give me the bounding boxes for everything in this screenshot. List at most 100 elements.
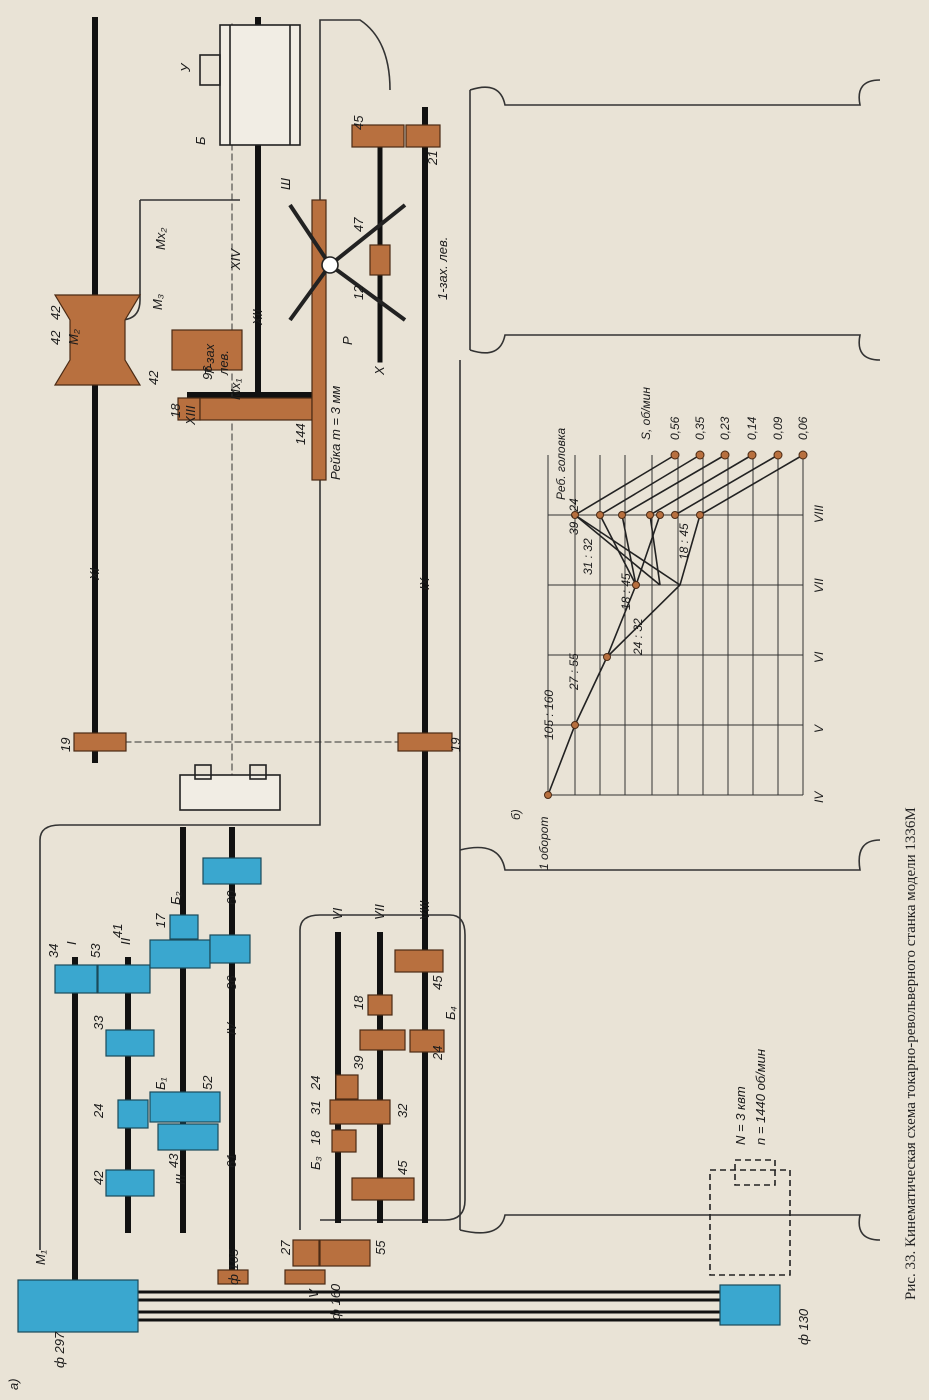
- label-block-b3: Б₃: [308, 1156, 323, 1170]
- gear-12: [369, 244, 391, 276]
- figure-caption: Рис. 33. Кинематическая схема токарно-ре…: [903, 807, 919, 1300]
- label-gear-36: 36: [224, 975, 239, 990]
- label-gear-27: 27: [278, 1240, 293, 1256]
- chart-node: [618, 511, 626, 519]
- label-shaft-ix: IX: [417, 576, 432, 590]
- chart-node: [571, 721, 579, 729]
- label-clutch-mx2: Mx₂: [153, 228, 168, 250]
- label-motor-power: N = 3 квт: [733, 1086, 748, 1145]
- chart-rev-label: Реб. головка: [554, 427, 568, 500]
- label-gear-24: 24: [91, 1104, 106, 1119]
- chart-ratio-label: 18 : 45: [677, 523, 691, 560]
- gear-39: [359, 1029, 406, 1051]
- label-gear-42c: 42: [146, 370, 161, 385]
- bevel-m2: [53, 294, 142, 386]
- gear-27: [292, 1239, 320, 1267]
- chart-start-label: 1 оборот: [537, 817, 551, 870]
- label-gear-18: 18: [308, 1130, 323, 1145]
- chart-feed-label: 0,14: [745, 416, 759, 440]
- gear-45b: [394, 949, 444, 973]
- shaft-labels: I II III IV V VI VII VIII IX X XI XII XI…: [64, 248, 432, 1298]
- label-gear-32: 32: [395, 1103, 410, 1118]
- label-gear-12: 12: [351, 285, 366, 300]
- label-gear-52: 52: [200, 1075, 215, 1090]
- gear-31: [329, 1099, 391, 1125]
- gear-45c: [351, 124, 405, 148]
- gear-96: [171, 329, 243, 371]
- label-shaft-x: X: [372, 365, 387, 376]
- gear-55: [319, 1239, 371, 1267]
- label-clutch-m1: M₁: [33, 1250, 48, 1265]
- chart-ratio-label: 27 : 55: [567, 653, 581, 691]
- label-shaft-ii: II: [118, 937, 133, 945]
- chart-shaft-label: V: [812, 724, 826, 733]
- machine-bed: [39, 19, 881, 1250]
- chart-path-to-feed: [574, 454, 676, 516]
- feed-chart-dots: [544, 450, 808, 799]
- chart-feed-label: 0,09: [771, 416, 785, 440]
- label-shaft-xii: XII: [250, 309, 265, 326]
- chart-path-branch: [649, 514, 661, 586]
- gear-17: [169, 914, 199, 940]
- label-worm-7-left: лев.: [216, 350, 231, 376]
- label-shaft-iii: III: [173, 1174, 188, 1185]
- gear-33: [105, 1029, 155, 1057]
- chart-ratio-label: 18 : 45: [619, 573, 633, 610]
- chart-shaft-label: VII: [812, 578, 826, 593]
- label-shaft-i: I: [64, 941, 79, 945]
- label-gear-19b: 19: [448, 738, 463, 752]
- pulley-160: [284, 1269, 326, 1285]
- label-block-b4: Б₄: [443, 1006, 458, 1020]
- label-shaft-xiii: XIII: [183, 405, 198, 426]
- chart-path-branch: [621, 514, 637, 586]
- chart-node: [603, 653, 611, 661]
- turret-head: [179, 24, 791, 1276]
- label-gear-31: 31: [308, 1101, 323, 1115]
- label-pulley-130: ф 130: [796, 1308, 811, 1345]
- chart-feed-label: 0,56: [668, 416, 682, 440]
- label-block-bh: Б: [193, 136, 208, 145]
- chart-ratio-label: 31 : 32: [581, 538, 595, 575]
- chart-node: [696, 511, 704, 519]
- label-sh: Ш: [278, 178, 293, 190]
- label-shaft-iv: IV: [224, 1021, 239, 1035]
- label-clutch-mx1: Mx₁: [228, 379, 243, 400]
- label-gear-61: 61: [224, 1154, 239, 1168]
- chart-path-to-feed: [674, 454, 779, 516]
- gear-19b: [397, 732, 453, 752]
- chart-node: [646, 511, 654, 519]
- chart-node: [656, 511, 664, 519]
- gear-53: [97, 964, 151, 994]
- chart-node: [571, 511, 579, 519]
- label-gear-39: 39: [351, 1056, 366, 1070]
- label-gear-34: 34: [46, 944, 61, 958]
- label-gear-33: 33: [91, 1015, 106, 1030]
- chart-node: [544, 791, 552, 799]
- label-worm-7: 7-зах: [202, 343, 217, 375]
- chart-feed-node: [773, 450, 783, 460]
- label-block-y: У: [178, 62, 193, 73]
- label-gear-47: 47: [351, 217, 366, 232]
- chart-node: [671, 511, 679, 519]
- label-shaft-viii: VIII: [417, 900, 432, 920]
- label-gear-45a: 45: [395, 1160, 410, 1175]
- gear-60: [202, 857, 262, 885]
- chart-feed-node: [798, 450, 808, 460]
- pulley-main: [17, 1279, 139, 1333]
- label-part-a: а): [6, 1378, 21, 1390]
- label-block-b1: Б₁: [153, 1077, 168, 1090]
- brown-gears: [53, 124, 453, 1285]
- label-pulley-297: ф 297: [52, 1331, 67, 1368]
- feed-chart-grid: [547, 455, 804, 796]
- chart-shaft-label: VIII: [812, 504, 826, 523]
- chart-feed-node: [720, 450, 730, 460]
- label-block-b2: Б₂: [168, 892, 183, 905]
- gear-43: [157, 1123, 219, 1151]
- gear-144: [199, 397, 313, 421]
- label-rack: Рейка m = 3 мм: [328, 386, 343, 480]
- gear-21: [405, 124, 441, 148]
- label-pulley-160: ф 160: [328, 1283, 343, 1320]
- chart-path-branch: [574, 514, 661, 586]
